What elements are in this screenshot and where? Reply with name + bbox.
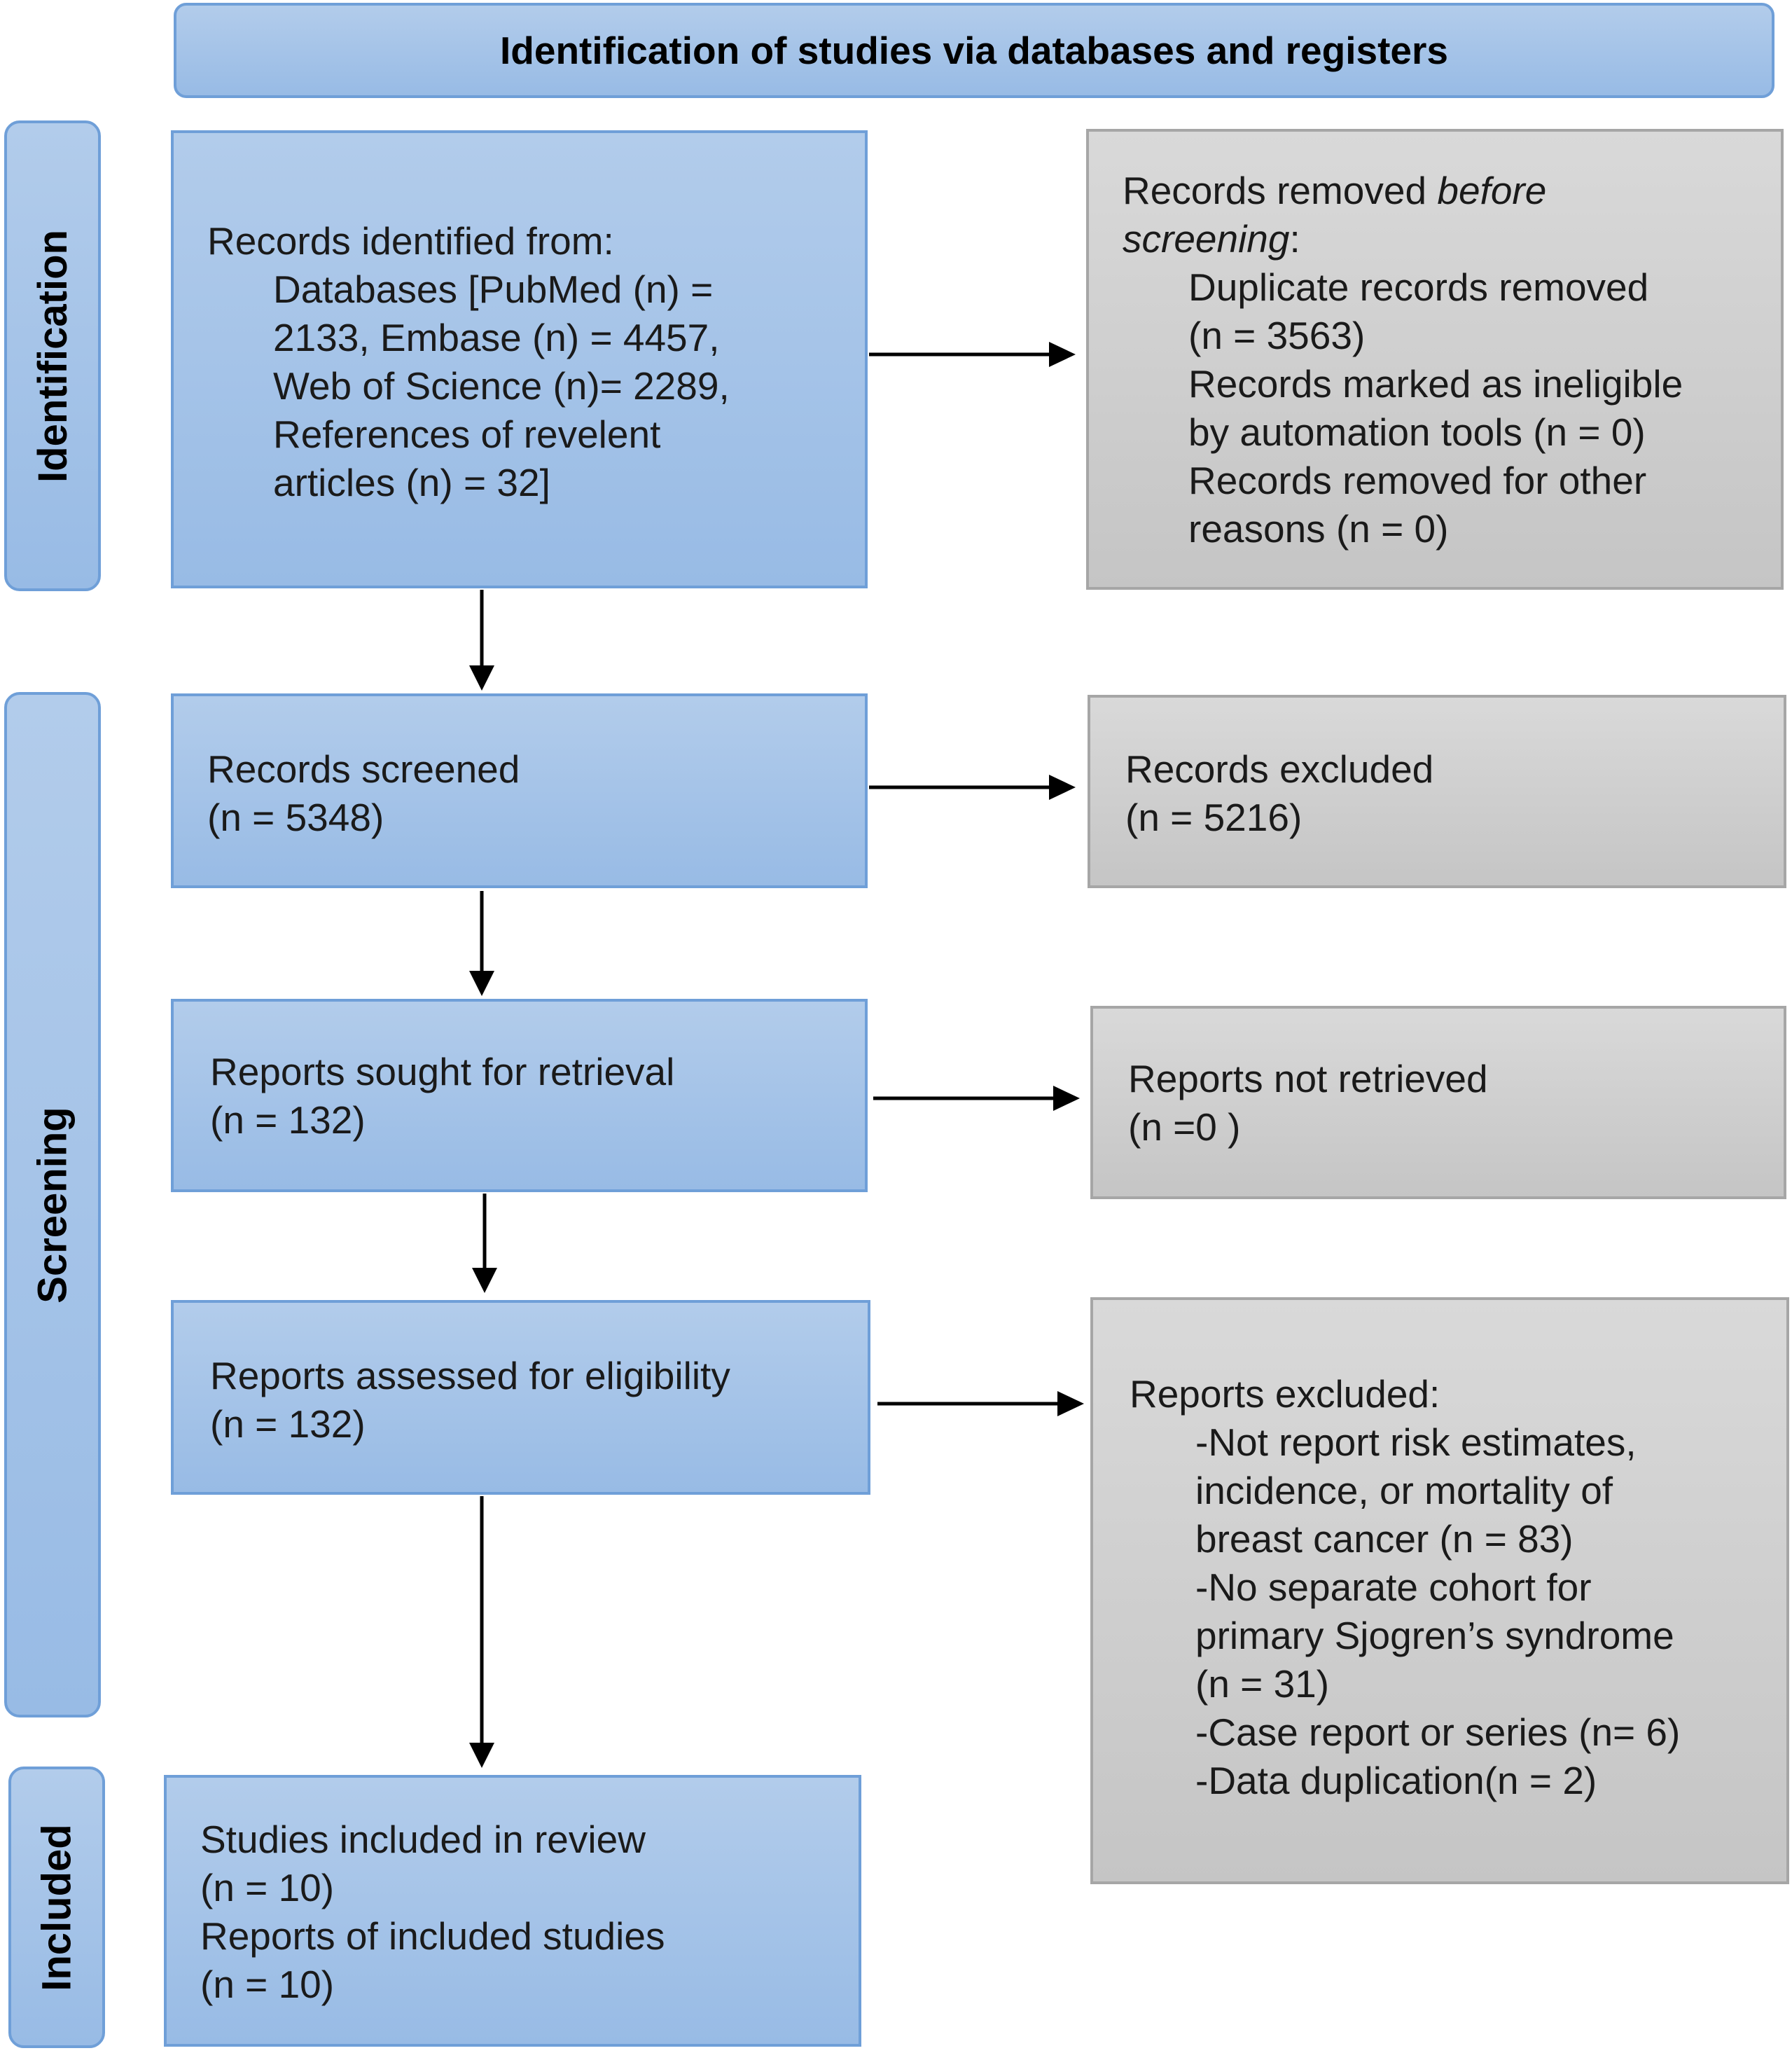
studies-included-line: (n = 10) [200,1866,335,1909]
records-excluded-label: Records excluded [1125,747,1434,791]
records-removed-line: (n = 3563) [1188,314,1366,357]
records-identified-line: References of revelent [273,413,661,456]
studies-included-box: Studies included in review (n = 10) Repo… [164,1775,861,2047]
arrowhead [469,971,494,996]
reports-sought-count: (n = 132) [210,1098,366,1142]
phase-identification: Identification [4,120,101,591]
before-italic: before [1437,169,1547,212]
reports-not-retrieved-count: (n =0 ) [1128,1105,1241,1149]
records-identified-box: Records identified from: Databases [PubM… [171,130,868,588]
diagram-header: Identification of studies via databases … [174,3,1774,98]
records-identified-line: 2133, Embase (n) = 4457, [273,316,720,359]
reports-excluded-box: Reports excluded: -Not report risk estim… [1090,1297,1789,1884]
records-removed-heading-cont: screening: [1123,217,1300,261]
arrowhead [1053,1086,1080,1111]
records-identified-heading: Records identified from: [207,219,614,263]
reports-excluded-line: primary Sjogren’s syndrome [1195,1614,1674,1657]
studies-included-line: Studies included in review [200,1818,646,1861]
reports-excluded-line: incidence, or mortality of [1195,1469,1613,1512]
arrowhead [1049,775,1076,800]
records-removed-line: Records removed for other [1188,459,1647,502]
records-removed-line: Records marked as ineligible [1188,362,1683,406]
studies-included-line: Reports of included studies [200,1914,665,1958]
reports-assessed-count: (n = 132) [210,1402,366,1446]
reports-sought-box: Reports sought for retrieval (n = 132) [171,999,868,1192]
records-removed-heading: Records removed before [1123,169,1547,212]
reports-excluded-heading: Reports excluded: [1130,1372,1440,1416]
arrowhead [1057,1391,1084,1416]
records-identified-line: Web of Science (n)= 2289, [273,364,730,408]
header-title: Identification of studies via databases … [500,29,1448,72]
reports-excluded-line: -No separate cohort for [1195,1565,1592,1609]
reports-not-retrieved-box: Reports not retrieved (n =0 ) [1090,1006,1786,1199]
phase-included: Included [8,1767,105,2048]
records-removed-box: Records removed before screening: Duplic… [1086,129,1784,590]
reports-excluded-line: -Not report risk estimates, [1195,1420,1637,1464]
records-removed-line: Duplicate records removed [1188,265,1649,309]
records-removed-line: reasons (n = 0) [1188,507,1449,551]
screening-italic: screening [1123,217,1290,261]
arrowhead [469,665,494,691]
reports-sought-label: Reports sought for retrieval [210,1050,675,1093]
records-excluded-count: (n = 5216) [1125,796,1303,839]
records-screened-label: Records screened [207,747,520,791]
reports-assessed-label: Reports assessed for eligibility [210,1354,730,1397]
arrowhead [1049,342,1076,367]
reports-excluded-line: (n = 31) [1195,1662,1330,1706]
reports-assessed-box: Reports assessed for eligibility (n = 13… [171,1300,870,1495]
records-removed-line: by automation tools (n = 0) [1188,410,1646,454]
records-screened-box: Records screened (n = 5348) [171,693,868,888]
records-excluded-box: Records excluded (n = 5216) [1088,695,1786,888]
arrowhead [469,1743,494,1768]
records-identified-line: articles (n) = 32] [273,461,550,504]
records-identified-line: Databases [PubMed (n) = [273,268,714,311]
reports-excluded-line: -Case report or series (n= 6) [1195,1710,1681,1754]
phase-screening: Screening [4,692,101,1717]
reports-excluded-line: -Data duplication(n = 2) [1195,1759,1597,1802]
reports-not-retrieved-label: Reports not retrieved [1128,1057,1488,1100]
records-screened-count: (n = 5348) [207,796,384,839]
arrowhead [472,1268,497,1293]
reports-excluded-line: breast cancer (n = 83) [1195,1517,1574,1561]
studies-included-line: (n = 10) [200,1963,335,2006]
